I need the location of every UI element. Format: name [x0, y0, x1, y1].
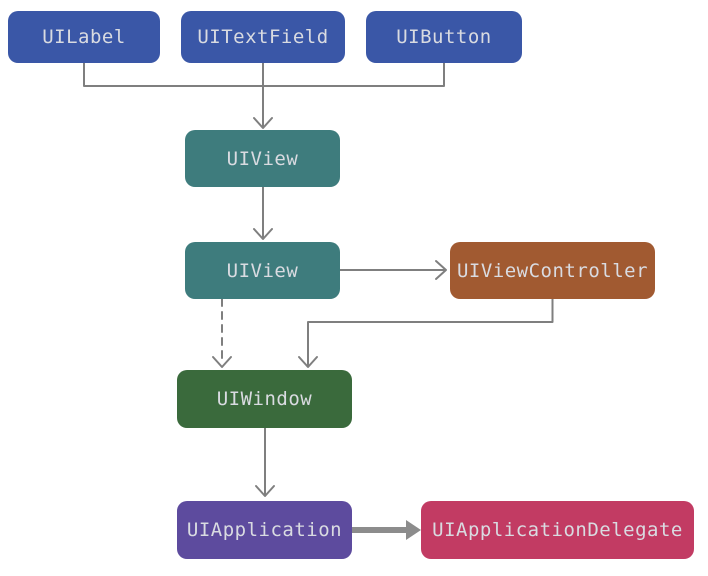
thick-connector	[352, 520, 421, 540]
node-uitextfield: UITextField	[181, 11, 345, 63]
node-uibutton: UIButton	[366, 11, 522, 63]
node-uiview-top-label: UIView	[226, 147, 299, 170]
arrowhead-uiview-to-uiview	[253, 228, 273, 240]
node-uiview-root-label: UIView	[226, 259, 299, 282]
node-uiwindow-label: UIWindow	[216, 388, 313, 410]
node-uiapplicationdelegate: UIApplicationDelegate	[421, 501, 694, 559]
thin-connectors	[83, 62, 554, 497]
node-uiapplication: UIApplication	[177, 501, 352, 559]
node-uiwindow: UIWindow	[177, 370, 352, 428]
arrowhead-merge-to-uiview	[253, 117, 273, 129]
node-uilabel-label: UILabel	[42, 26, 126, 48]
node-uiviewcontroller-label: UIViewController	[456, 259, 649, 282]
node-uiview-root: UIView	[185, 242, 340, 299]
arrowhead-uiviewcontroller-to-uiwindow	[298, 356, 318, 368]
node-uiapplication-label: UIApplication	[186, 519, 343, 541]
edge-uiviewcontroller-to-uiwindow-line	[307, 298, 554, 366]
node-uibutton-label: UIButton	[396, 26, 492, 48]
node-uilabel: UILabel	[8, 11, 160, 63]
node-uitextfield-label: UITextField	[197, 26, 329, 48]
arrowhead-uiview-to-uiwindow-dashed	[212, 356, 232, 368]
arrowhead-uiview-to-uiviewcontroller	[435, 260, 447, 280]
node-uiapplicationdelegate-label: UIApplicationDelegate	[432, 519, 683, 541]
node-uiviewcontroller: UIViewController	[450, 242, 655, 299]
node-uiview-top: UIView	[185, 130, 340, 187]
arrowhead-uiapplication-to-delegate	[406, 520, 421, 540]
arrowhead-uiwindow-to-uiapplication	[255, 485, 275, 497]
